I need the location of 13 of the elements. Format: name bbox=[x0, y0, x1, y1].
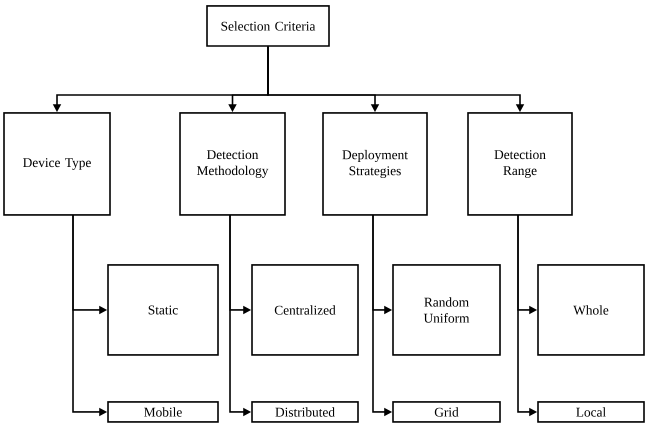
category-box: Mobile bbox=[107, 401, 219, 423]
category-box: Static bbox=[107, 264, 219, 356]
category-box: Selection Criteria bbox=[206, 5, 330, 47]
category-box: Grid bbox=[392, 401, 501, 423]
category-box: Distributed bbox=[251, 401, 359, 423]
category-box: Random Uniform bbox=[392, 264, 501, 356]
category-box: Local bbox=[537, 401, 645, 423]
category-box: Detection Range bbox=[467, 112, 573, 216]
category-box: Detection Methodology bbox=[179, 112, 286, 216]
category-box: Centralized bbox=[251, 264, 359, 356]
category-box: Deployment Strategies bbox=[322, 112, 428, 216]
category-box: Device Type bbox=[3, 112, 111, 216]
category-box: Whole bbox=[537, 264, 645, 356]
